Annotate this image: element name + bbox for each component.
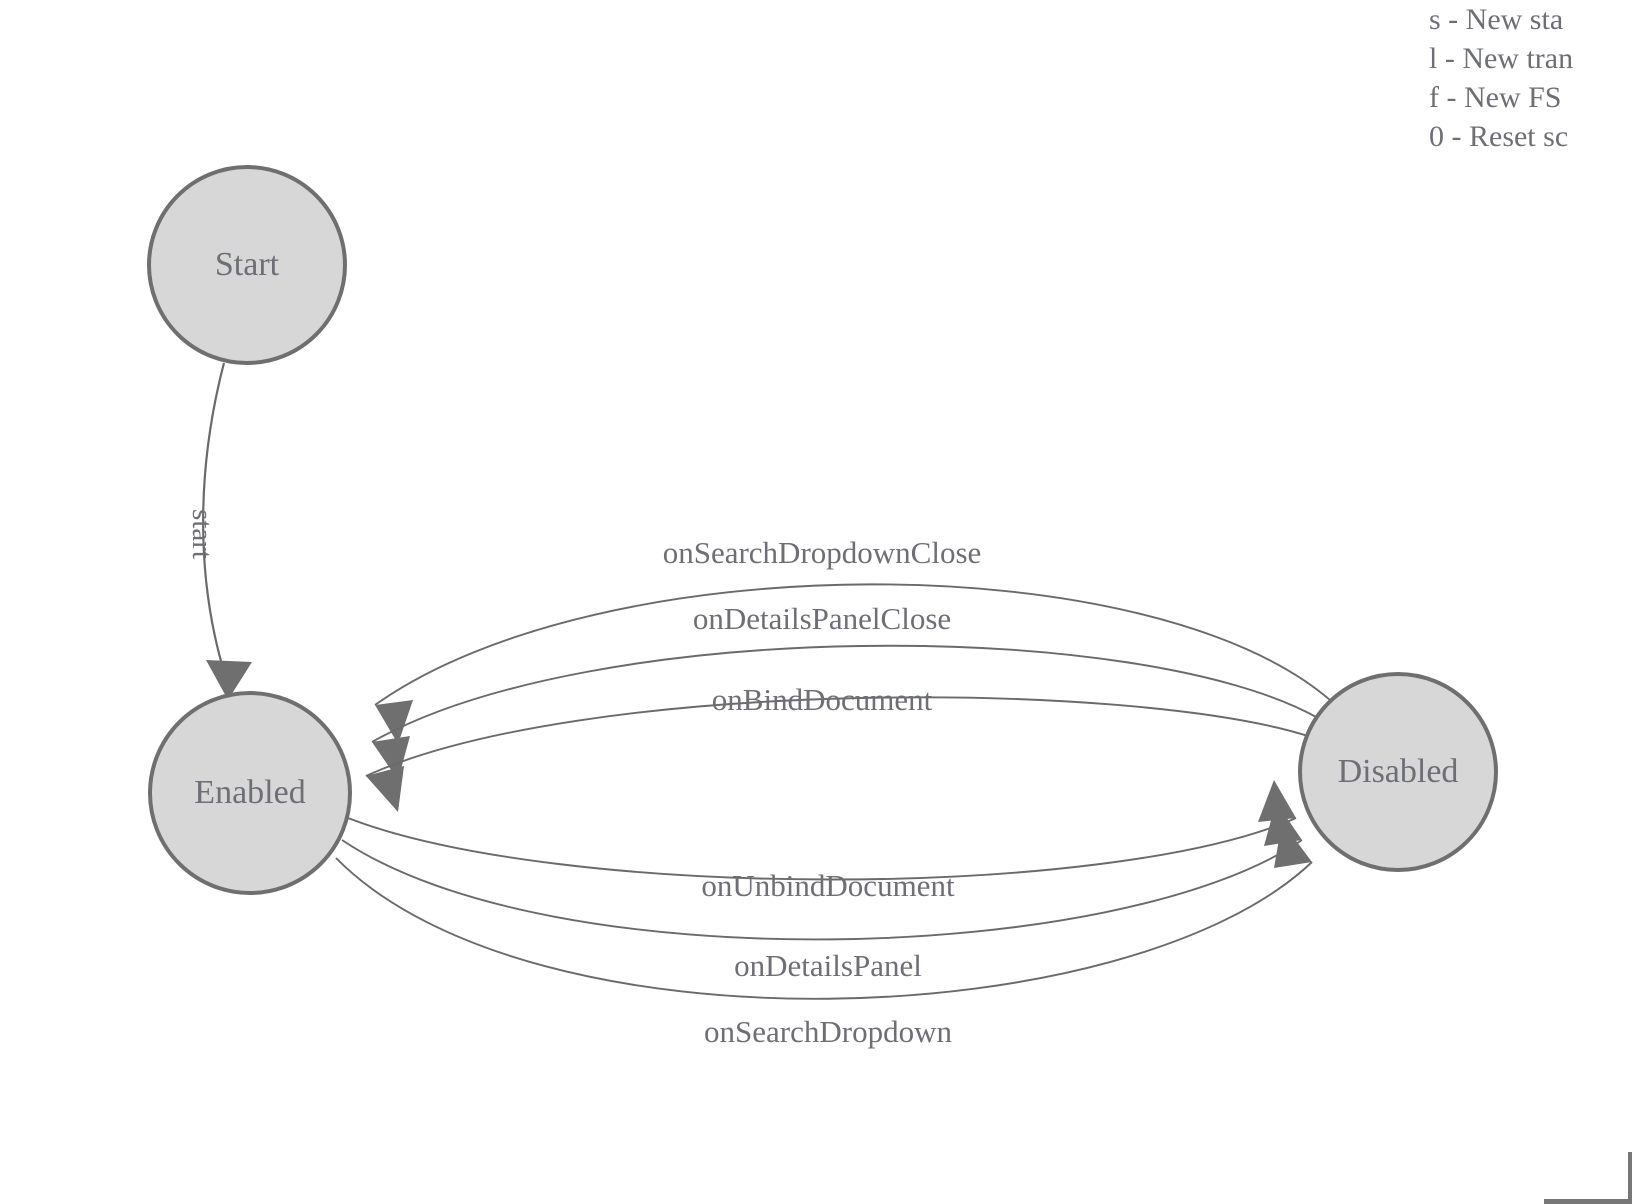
edge-onUnbindDocument[interactable]: onUnbindDocument (347, 780, 1297, 903)
edge-onSearchDropdownClose[interactable]: onSearchDropdownClose (374, 535, 1331, 744)
keyboard-shortcuts-panel: s - New sta l - New tran f - New FS 0 - … (1429, 0, 1632, 156)
edge-label-onSearchDropdown: onSearchDropdown (704, 1014, 952, 1049)
arrowhead-icon (366, 766, 404, 812)
node-start-circle[interactable] (147, 165, 347, 365)
node-disabled-circle[interactable] (1298, 672, 1498, 872)
resize-corner-handle[interactable] (1544, 1152, 1632, 1204)
edge-label-onUnbindDocument: onUnbindDocument (701, 868, 955, 903)
arrowhead-icon (1274, 822, 1312, 868)
arrowhead-icon (206, 660, 252, 700)
shortcut-new-fsm: f - New FS (1429, 81, 1562, 114)
node-enabled[interactable]: Enabled (148, 691, 352, 895)
edge-label-onDetailsPanel: onDetailsPanel (734, 948, 922, 983)
edge-path (335, 857, 1313, 1000)
edge-path (202, 362, 227, 676)
node-start-label: Start (215, 246, 280, 283)
shortcut-reset-scale: 0 - Reset sc (1429, 120, 1569, 153)
shortcut-new-state: s - New sta (1429, 3, 1564, 36)
node-enabled-label: Enabled (194, 774, 305, 811)
edge-start[interactable]: start (186, 362, 252, 700)
edge-label-onSearchDropdownClose: onSearchDropdownClose (663, 535, 982, 570)
edge-onBindDocument[interactable]: onBindDocument (365, 682, 1309, 812)
edge-label-onDetailsPanelClose: onDetailsPanelClose (693, 601, 951, 636)
node-start[interactable]: Start (147, 165, 347, 365)
node-disabled-label: Disabled (1338, 753, 1459, 790)
shortcut-new-transition: l - New tran (1429, 42, 1574, 75)
edge-path (374, 583, 1331, 706)
node-enabled-circle[interactable] (148, 691, 352, 895)
edge-label-onBindDocument: onBindDocument (712, 682, 933, 717)
arrowhead-icon (1258, 780, 1296, 822)
edge-onDetailsPanel[interactable]: onDetailsPanel (341, 802, 1303, 983)
arrowhead-icon (375, 700, 413, 744)
edge-path (365, 696, 1309, 777)
corner-vertical-edge (1628, 1152, 1632, 1204)
corner-horizontal-edge (1544, 1199, 1632, 1204)
edge-path (371, 644, 1319, 743)
node-disabled[interactable]: Disabled (1298, 672, 1498, 872)
edge-path (347, 817, 1297, 881)
edge-path (341, 839, 1303, 941)
edge-label-start: start (186, 509, 218, 559)
edge-onDetailsPanelClose[interactable]: onDetailsPanelClose (371, 601, 1319, 780)
edge-onSearchDropdown[interactable]: onSearchDropdown (335, 822, 1313, 1049)
